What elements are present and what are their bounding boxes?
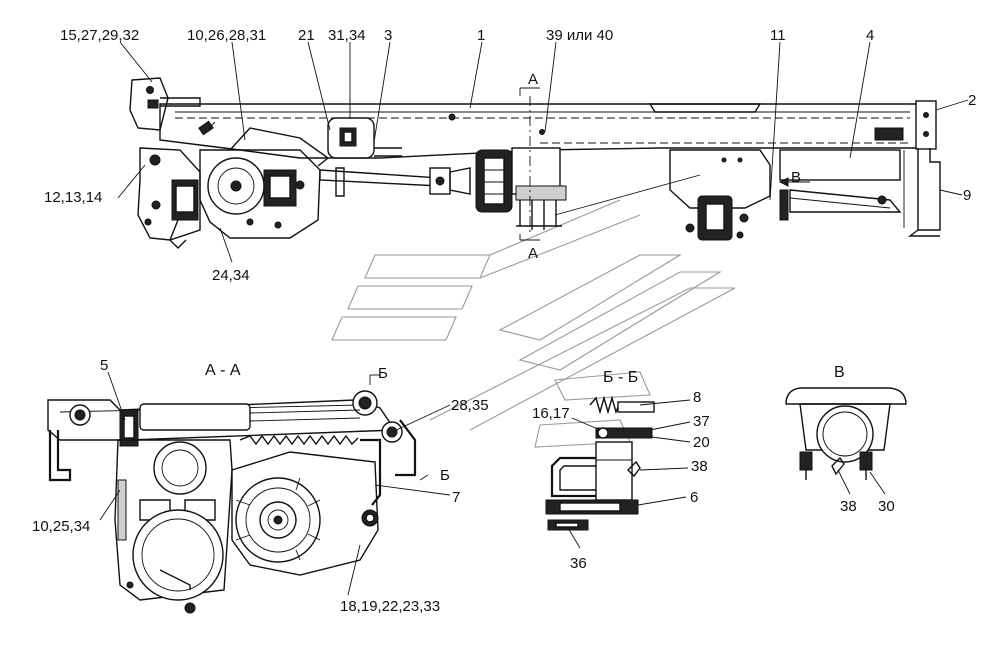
section-mark-a-top: А	[528, 71, 538, 88]
section-line-a	[519, 87, 540, 241]
callouts-v: 38 30	[840, 498, 895, 515]
callout-15-27-29-32: 15,27,29,32	[60, 27, 139, 44]
callout-1: 1	[477, 27, 485, 44]
callouts-top: 15,27,29,32 10,26,28,31 21 31,34 3 1 39 …	[44, 27, 976, 284]
callout-38-bb: 38	[691, 458, 708, 475]
callout-11: 11	[770, 27, 786, 44]
callout-20: 20	[693, 434, 710, 451]
callout-16-17: 16,17	[532, 405, 570, 422]
stand	[903, 148, 941, 237]
callout-9: 9	[963, 187, 971, 204]
callout-30: 30	[878, 498, 895, 515]
callout-28-35: 28,35	[451, 397, 489, 414]
pulley	[475, 149, 513, 213]
section-aa-view: А - А	[47, 362, 450, 614]
gearbox	[198, 120, 330, 239]
main-assembly-view	[129, 77, 941, 249]
callout-12-13-14: 12,13,14	[44, 189, 102, 206]
drive-unit	[511, 147, 567, 230]
section-aa-title: А - А	[205, 362, 241, 379]
callout-8: 8	[693, 389, 701, 406]
view-v-title: В	[834, 364, 845, 381]
callouts-bb: 8 16,17 37 20 38 6 36	[532, 389, 710, 572]
hitch-assembly	[137, 147, 201, 249]
leader-lines-v	[837, 469, 886, 495]
callout-6: 6	[690, 489, 698, 506]
callout-10-26-28-31: 10,26,28,31	[187, 27, 266, 44]
callout-3: 3	[384, 27, 392, 44]
support-clamp	[669, 149, 771, 241]
leader-lines-bb	[567, 399, 691, 549]
callout-36: 36	[570, 555, 587, 572]
section-mark-a-bottom: А	[528, 245, 538, 262]
callout-10-25-34: 10,25,34	[32, 518, 90, 535]
section-bb-title: Б - Б	[603, 369, 638, 386]
end-plate	[915, 100, 937, 150]
left-bracket	[129, 77, 201, 131]
hydraulic-unit	[327, 117, 402, 159]
section-mark-b-low: Б	[440, 467, 450, 484]
callout-2: 2	[968, 92, 976, 109]
callout-31-34: 31,34	[328, 27, 366, 44]
callout-38-v: 38	[840, 498, 857, 515]
watermark-logo	[331, 199, 736, 448]
callout-39-40: 39 или 40	[546, 27, 613, 44]
callout-7: 7	[452, 489, 460, 506]
callout-21: 21	[298, 27, 315, 44]
leader-lines-aa	[99, 371, 451, 596]
drive-shaft	[319, 167, 471, 197]
section-bb-view: Б - Б	[545, 369, 655, 531]
lower-bracket	[779, 149, 902, 221]
callout-18-19-22-23-33: 18,19,22,23,33	[340, 598, 440, 615]
leader-lines-top	[117, 41, 969, 263]
view-arrow-v	[778, 177, 810, 187]
callout-24-34: 24,34	[212, 267, 250, 284]
callout-37: 37	[693, 413, 710, 430]
view-v: В	[785, 364, 907, 480]
callout-4: 4	[866, 27, 874, 44]
callout-5: 5	[100, 357, 108, 374]
view-mark-v: В	[791, 169, 801, 186]
section-mark-b-top: Б	[378, 365, 388, 382]
callouts-aa: 5 28,35 7 10,25,34 18,19,22,23,33	[32, 357, 489, 615]
